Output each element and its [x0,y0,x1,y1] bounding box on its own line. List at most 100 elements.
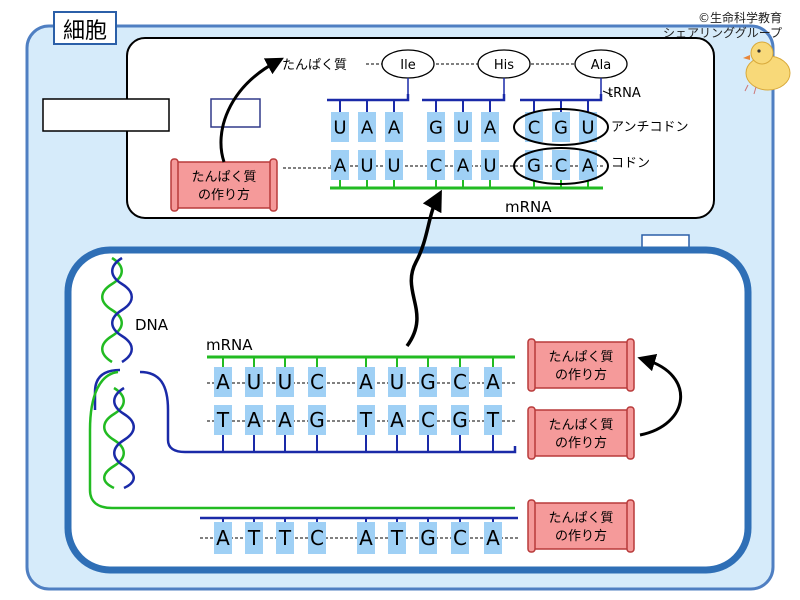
svg-text:C: C [310,370,324,394]
nucleus-mrna-base-1: A [214,367,232,397]
anticodon-base-4: G [427,112,445,142]
coding-dna-base-3: T [276,522,294,554]
trna-label: tRNA [608,86,641,101]
svg-text:U: U [483,155,496,176]
dna-helix-upper [101,256,133,364]
template-dna-base-6: A [388,405,406,435]
svg-text:U: U [333,117,346,138]
anticodon-base-5: U [454,112,472,142]
svg-text:C: C [421,408,435,432]
coding-dna-base-2: T [245,522,263,554]
coding-dna-base-6: T [388,522,406,554]
codon-base-9: A [579,150,597,180]
svg-text:Ile: Ile [400,58,415,73]
anticodon-base-1: U [331,112,349,142]
amino-acid-2: His [477,49,531,79]
svg-text:G: G [554,117,568,138]
svg-text:たんぱく質: たんぱく質 [548,418,613,433]
svg-text:C: C [528,117,541,138]
codon-base-8: C [552,150,570,180]
nucleus-mrna-base-6: U [388,367,406,397]
svg-text:T: T [486,408,500,432]
svg-text:の作り方: の作り方 [555,528,607,544]
svg-text:U: U [278,370,293,394]
svg-text:の作り方: の作り方 [198,187,250,203]
codon-base-6: U [481,150,499,180]
svg-text:たんぱく質: たんぱく質 [191,170,256,185]
svg-text:C: C [430,155,443,176]
coding-dna-base-7: G [419,522,437,554]
codon-base-4: C [427,150,445,180]
codon-highlight [513,147,609,185]
arrow-mrna-export [405,189,442,348]
svg-text:C: C [453,370,467,394]
svg-text:A: A [582,155,595,176]
template-dna-base-1: T [214,405,232,435]
anticodon-highlight [513,108,609,146]
svg-text:A: A [390,408,404,432]
anticodon-base-8: G [552,112,570,142]
svg-text:T: T [216,408,230,432]
svg-text:A: A [484,117,497,138]
blank-label-box-left [42,98,170,132]
nucleus-mrna-base-8: C [451,367,469,397]
coding-dna-base-9: A [484,522,502,554]
credit-line2: シェアリンググループ [663,26,782,40]
anticodon-base-3: A [385,112,403,142]
svg-text:A: A [457,155,470,176]
svg-text:T: T [359,408,373,432]
coding-dna-base-8: C [451,522,469,554]
svg-text:A: A [359,370,373,394]
svg-text:G: G [309,408,325,432]
coding-dna-strand [88,370,515,510]
anticodon-label: アンチコドン [611,120,688,135]
svg-text:Ala: Ala [591,58,611,73]
template-dna-base-7: C [419,405,437,435]
codon-base-1: A [331,150,349,180]
svg-text:G: G [429,117,443,138]
svg-text:G: G [452,408,468,432]
anticodon-base-6: A [481,112,499,142]
svg-text:G: G [420,370,436,394]
svg-text:His: His [494,58,514,73]
arrow-replication [637,353,683,437]
svg-text:A: A [361,117,374,138]
codon-base-2: U [358,150,376,180]
chick-mascot-icon [743,41,791,95]
svg-text:U: U [247,370,262,394]
svg-text:G: G [527,155,541,176]
codon-label: コドン [611,156,650,171]
svg-text:の作り方: の作り方 [555,367,607,383]
nucleus-mrna-base-5: A [357,367,375,397]
svg-text:たんぱく質: たんぱく質 [548,511,613,526]
svg-text:A: A [247,408,261,432]
trna-stems [407,78,602,94]
svg-text:の作り方: の作り方 [555,435,607,451]
svg-text:A: A [486,370,500,394]
anticodon-base-2: A [358,112,376,142]
svg-text:T: T [247,526,261,550]
svg-text:A: A [216,370,230,394]
nucleus-mrna-base-3: U [276,367,294,397]
nucleus [64,246,752,574]
svg-text:C: C [453,526,467,550]
svg-text:A: A [278,408,292,432]
anticodon-base-9: U [579,112,597,142]
codon-base-3: U [385,150,403,180]
title-box [53,11,117,45]
template-dna-base-9: T [484,405,502,435]
amino-acid-3: Ala [574,49,628,79]
mrna-label-top: mRNA [505,198,552,216]
trna-pointer [602,90,613,96]
dna-helix-lower [103,386,135,490]
coding-dna-base-5: A [357,522,375,554]
svg-text:U: U [456,117,469,138]
nucleus-mrna-base-9: A [484,367,502,397]
svg-text:U: U [387,155,400,176]
